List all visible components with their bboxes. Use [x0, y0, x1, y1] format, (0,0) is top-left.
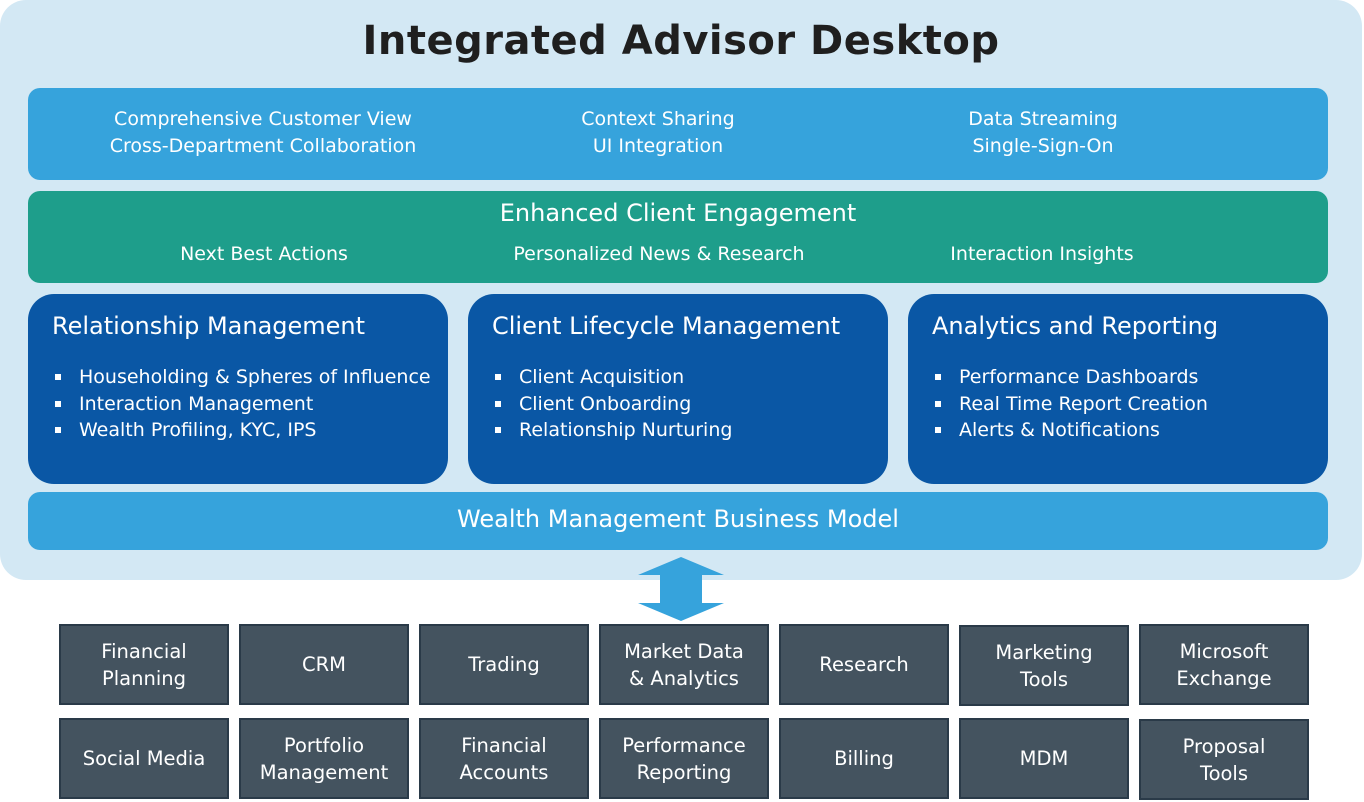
system-box: Microsoft Exchange [1139, 624, 1309, 705]
card-title: Analytics and Reporting [932, 312, 1219, 340]
system-box: Financial Accounts [419, 718, 589, 799]
diagram-title: Integrated Advisor Desktop [362, 18, 1000, 64]
business-model-title: Wealth Management Business Model [457, 505, 899, 533]
system-box: Marketing Tools [959, 625, 1129, 706]
card-list-item: Client Acquisition [492, 364, 872, 391]
card-list: Householding & Spheres of Influence Inte… [52, 364, 432, 444]
engagement-item: Personalized News & Research [513, 243, 805, 265]
system-box: Research [779, 624, 949, 705]
client-lifecycle-management-card: Client Lifecycle Management Client Acqui… [468, 294, 888, 484]
capability-group-customer-view: Comprehensive Customer View Cross-Depart… [109, 108, 417, 157]
card-list-item: Relationship Nurturing [492, 417, 872, 444]
system-box: Proposal Tools [1139, 719, 1309, 800]
analytics-and-reporting-card: Analytics and Reporting Performance Dash… [908, 294, 1328, 484]
system-box: Market Data & Analytics [599, 624, 769, 705]
card-list-item: Alerts & Notifications [932, 417, 1312, 444]
card-list: Performance Dashboards Real Time Report … [932, 364, 1312, 444]
capabilities-band: Comprehensive Customer View Cross-Depart… [28, 88, 1328, 180]
card-list-item: Client Onboarding [492, 391, 872, 418]
system-box: Trading [419, 624, 589, 705]
system-box: CRM [239, 624, 409, 705]
capability-group-context-sharing: Context Sharing UI Integration [581, 108, 735, 157]
engagement-item: Interaction Insights [950, 243, 1134, 265]
capability-group-data-streaming: Data Streaming Single-Sign-On [968, 108, 1118, 157]
system-box: Performance Reporting [599, 718, 769, 799]
client-engagement-band: Enhanced Client Engagement Next Best Act… [28, 191, 1328, 283]
card-list-item: Householding & Spheres of Influence [52, 364, 432, 391]
system-box: Billing [779, 718, 949, 799]
card-list: Client Acquisition Client Onboarding Rel… [492, 364, 872, 444]
card-list-item: Wealth Profiling, KYC, IPS [52, 417, 432, 444]
card-title: Client Lifecycle Management [492, 312, 841, 340]
card-list-item: Interaction Management [52, 391, 432, 418]
integrated-advisor-desktop-panel: Integrated Advisor Desktop Comprehensive… [0, 0, 1362, 580]
engagement-title: Enhanced Client Engagement [499, 199, 857, 227]
system-box: Social Media [59, 718, 229, 799]
double-headed-vertical-arrow-icon [638, 557, 724, 621]
card-list-item: Performance Dashboards [932, 364, 1312, 391]
business-model-band: Wealth Management Business Model [28, 492, 1328, 550]
card-title: Relationship Management [52, 312, 366, 340]
card-list-item: Real Time Report Creation [932, 391, 1312, 418]
system-box: Financial Planning [59, 624, 229, 705]
relationship-management-card: Relationship Management Householding & S… [28, 294, 448, 484]
system-box: Portfolio Management [239, 718, 409, 799]
system-box: MDM [959, 718, 1129, 799]
engagement-item: Next Best Actions [180, 243, 348, 265]
